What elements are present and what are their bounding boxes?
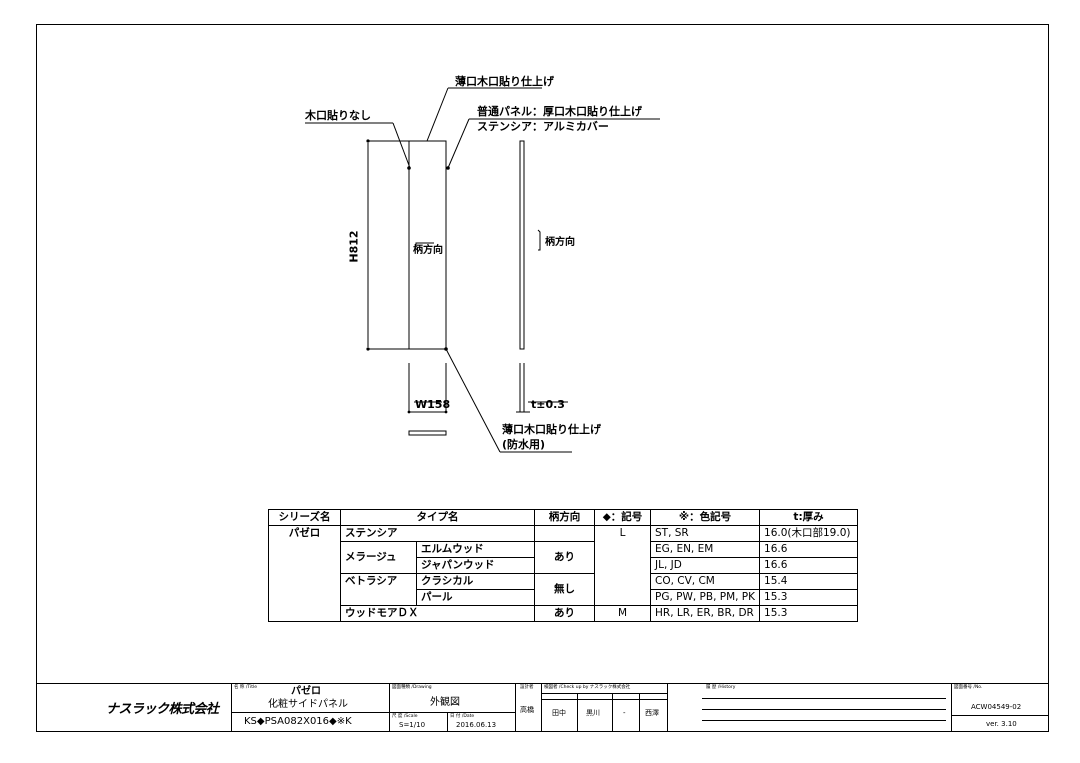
top-view-panel bbox=[408, 430, 447, 436]
thickness-cell: 16.0(木口部19.0) bbox=[759, 525, 859, 542]
drawing-number: ACW04549-02 bbox=[971, 703, 1022, 711]
color-cell: HR, LR, ER, BR, DR bbox=[649, 605, 761, 622]
company-logo: ナスラック株式会社 bbox=[106, 702, 219, 717]
title-caption: 名 称 /Title bbox=[234, 685, 258, 690]
title-block: ナスラック株式会社 名 称 /Title パゼロ 化粧サイドパネル KS◆PSA… bbox=[36, 683, 1049, 732]
subtype-name: ジャパンウッド bbox=[416, 557, 535, 574]
type-name: メラージュ bbox=[340, 541, 417, 574]
grain-cell bbox=[534, 525, 595, 542]
side-view-panel bbox=[519, 140, 525, 350]
header-grain: 柄方向 bbox=[534, 509, 595, 526]
label-height: H812 bbox=[347, 230, 361, 263]
type-name: ステンシア bbox=[340, 525, 535, 542]
scale-caption: 尺 度 /Scale bbox=[392, 714, 418, 719]
date-value: 2016.06.13 bbox=[456, 721, 497, 729]
header-color: ※：色記号 bbox=[649, 509, 761, 526]
label-thickness: t±0.3 bbox=[531, 398, 565, 411]
checker-1: 田中 bbox=[552, 709, 566, 717]
spec-table: シリーズ名 タイプ名 柄方向 ◆：記号 ※：色記号 t:厚み パゼロ ステンシア… bbox=[268, 509, 859, 622]
color-cell: CO, CV, CM bbox=[649, 573, 761, 590]
type-name: ウッドモアＤＸ bbox=[340, 605, 535, 622]
check-caption: 検図者 /Check up by ナスラック株式会社 bbox=[544, 685, 631, 690]
scale-value: S=1/10 bbox=[399, 721, 426, 729]
title-line2: 化粧サイドパネル bbox=[268, 699, 348, 710]
label-grain-side: 柄方向 bbox=[545, 237, 575, 248]
grain-cell: あり bbox=[534, 541, 595, 574]
table-row: パール PG, PW, PB, PM, PK 15.3 bbox=[269, 589, 859, 606]
label-width: W158 bbox=[415, 398, 451, 411]
label-grain-front: 柄方向 bbox=[413, 245, 443, 256]
title-line1: パゼロ bbox=[291, 686, 321, 697]
checker-4: 西澤 bbox=[645, 709, 659, 717]
grain-cell: 無し bbox=[534, 573, 595, 606]
thickness-cell: 15.3 bbox=[759, 605, 859, 622]
grain-cell: あり bbox=[534, 605, 595, 622]
label-bottom-edge-line1: 薄口木口貼り仕上げ bbox=[502, 423, 601, 436]
drawing-frame bbox=[36, 24, 1049, 732]
date-caption: 日 付 /Date bbox=[450, 714, 475, 719]
color-cell: PG, PW, PB, PM, PK bbox=[649, 589, 761, 606]
header-thickness: t:厚み bbox=[759, 509, 859, 526]
symbol-cell: L bbox=[594, 525, 651, 606]
table-row: パゼロ ステンシア L ST, SR 16.0(木口部19.0) bbox=[268, 525, 859, 622]
header-series: シリーズ名 bbox=[268, 509, 341, 526]
color-cell: ST, SR bbox=[649, 525, 761, 542]
label-bottom-edge-line2: (防水用) bbox=[502, 438, 546, 451]
designer-name: 高橋 bbox=[520, 706, 534, 714]
label-side-edge-line2: ステンシア：アルミカバー bbox=[477, 120, 609, 133]
type-name: ベトラシア bbox=[340, 573, 417, 606]
header-type: タイプ名 bbox=[340, 509, 535, 526]
designer-caption: 設計者 bbox=[520, 685, 534, 690]
thickness-cell: 15.4 bbox=[759, 573, 859, 590]
color-cell: EG, EN, EM bbox=[649, 541, 761, 558]
history-caption: 履 歴 /History bbox=[706, 685, 736, 690]
spec-table-header: シリーズ名 タイプ名 柄方向 ◆：記号 ※：色記号 t:厚み bbox=[268, 509, 859, 526]
drawing-caption: 図面種類 /Drawing bbox=[392, 685, 432, 690]
checker-2: 黒川 bbox=[586, 709, 600, 717]
subtype-name: パール bbox=[416, 589, 535, 606]
thickness-cell: 15.3 bbox=[759, 589, 859, 606]
series-name: パゼロ bbox=[268, 525, 341, 622]
table-row: ウッドモアＤＸ あり M HR, LR, ER, BR, DR 15.3 bbox=[269, 605, 859, 622]
thickness-cell: 16.6 bbox=[759, 541, 859, 558]
symbol-cell: M bbox=[594, 605, 651, 622]
label-top-edge: 薄口木口貼り仕上げ bbox=[455, 75, 554, 88]
number-caption: 図面番号 /No. bbox=[954, 685, 983, 690]
model-number: KS◆PSA082X016◆※K bbox=[244, 716, 352, 727]
drawing-type: 外観図 bbox=[430, 697, 460, 708]
subtype-name: クラシカル bbox=[416, 573, 535, 590]
table-row: ベトラシア クラシカル 無し CO, CV, CM 15.4 bbox=[269, 573, 859, 606]
version: ver. 3.10 bbox=[986, 720, 1017, 728]
header-symbol: ◆：記号 bbox=[594, 509, 651, 526]
thickness-cell: 16.6 bbox=[759, 557, 859, 574]
label-side-edge-line1: 普通パネル：厚口木口貼り仕上げ bbox=[477, 105, 642, 118]
checker-3: - bbox=[623, 709, 626, 717]
table-row: メラージュ エルムウッド あり EG, EN, EM 16.6 bbox=[269, 541, 859, 574]
label-no-edge: 木口貼りなし bbox=[305, 109, 371, 122]
subtype-name: エルムウッド bbox=[416, 541, 535, 558]
color-cell: JL, JD bbox=[649, 557, 761, 574]
